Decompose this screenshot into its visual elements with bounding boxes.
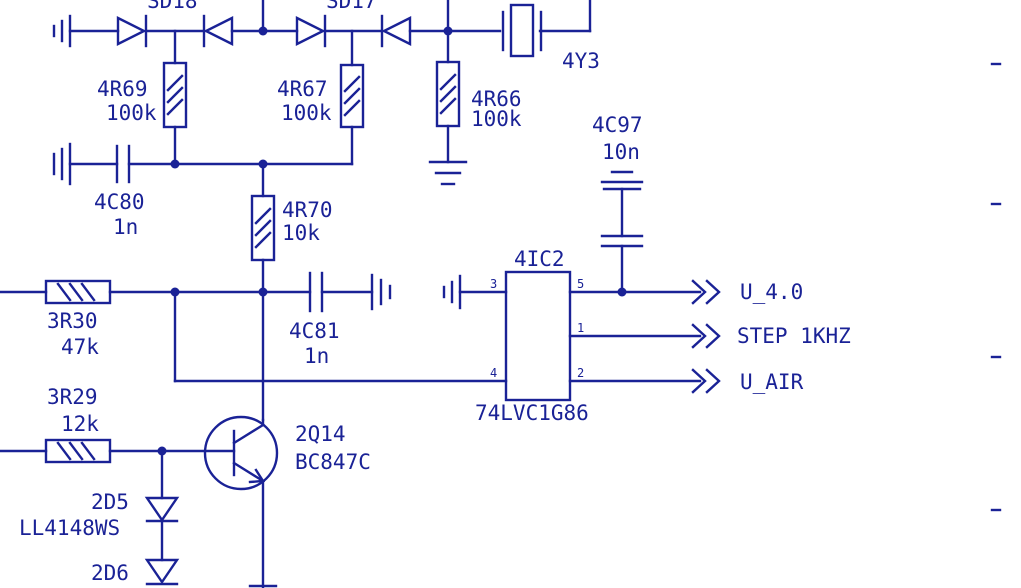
r70-ref: 4R70 bbox=[282, 198, 333, 222]
diode-pair-sd17 bbox=[295, 14, 412, 48]
r69-value: 100k bbox=[106, 101, 157, 125]
r70-value: 10k bbox=[282, 221, 320, 245]
resistor-4r67 bbox=[339, 29, 365, 166]
net-uair-label: U_AIR bbox=[740, 370, 804, 394]
ic2-pin5: 5 bbox=[577, 277, 584, 291]
diode-2d6 bbox=[144, 558, 180, 586]
r67-ref: 4R67 bbox=[277, 77, 328, 101]
c81-ref: 4C81 bbox=[289, 319, 340, 343]
r30-ref: 3R30 bbox=[47, 309, 98, 333]
resistor-3r30 bbox=[0, 279, 312, 305]
net-u40-label: U_4.0 bbox=[740, 280, 803, 304]
sd17-label: SD17 bbox=[326, 0, 377, 13]
diode-2d5 bbox=[144, 449, 180, 562]
c80-ref: 4C80 bbox=[94, 190, 145, 214]
top-rail-wires bbox=[68, 0, 592, 33]
r66-value: 100k bbox=[471, 107, 522, 131]
ic2-pin3: 3 bbox=[490, 277, 497, 291]
resistor-3r29 bbox=[0, 438, 236, 464]
r29-value: 12k bbox=[61, 412, 99, 436]
resistor-4r70 bbox=[250, 162, 276, 422]
net-flag-uair bbox=[691, 368, 721, 394]
ic2-pin4: 4 bbox=[490, 366, 497, 380]
capacitor-4c81 bbox=[308, 271, 392, 313]
capacitor-4c80 bbox=[52, 142, 354, 186]
ic2-pin1: 1 bbox=[577, 321, 584, 335]
sd18-label: SD18 bbox=[147, 0, 198, 13]
d5-ref: 2D5 bbox=[91, 490, 129, 514]
capacitor-4c97 bbox=[600, 170, 644, 294]
ic-4ic2 bbox=[442, 270, 702, 402]
crystal-4y3 bbox=[501, 3, 543, 58]
ic2-pin2: 2 bbox=[577, 366, 584, 380]
c81-value: 1n bbox=[304, 344, 329, 368]
net-flag-u40 bbox=[691, 279, 721, 305]
ground-symbol-top-left bbox=[52, 14, 72, 48]
resistor-4r66 bbox=[435, 29, 461, 164]
d6-ref: 2D6 bbox=[91, 561, 129, 585]
c97-ref: 4C97 bbox=[592, 113, 643, 137]
transistor-2q14 bbox=[203, 415, 279, 588]
q14-value: BC847C bbox=[295, 450, 371, 474]
ic2-ref: 4IC2 bbox=[514, 247, 565, 271]
r30-value: 47k bbox=[61, 335, 99, 359]
q14-ref: 2Q14 bbox=[295, 422, 346, 446]
sheet-border-ticks bbox=[990, 62, 1002, 512]
y3-label: 4Y3 bbox=[562, 49, 600, 73]
ground-symbol-r66 bbox=[428, 160, 468, 186]
junction-dots bbox=[157, 26, 627, 456]
r67-value: 100k bbox=[281, 101, 332, 125]
r66-ref: 4R66 bbox=[471, 87, 522, 111]
c97-value: 10n bbox=[602, 140, 640, 164]
net-step-label: STEP 1KHZ bbox=[737, 324, 851, 348]
r29-ref: 3R29 bbox=[47, 385, 98, 409]
c80-value: 1n bbox=[113, 215, 138, 239]
d5-value: LL4148WS bbox=[19, 516, 120, 540]
net-flag-step bbox=[691, 323, 721, 349]
resistor-4r69 bbox=[162, 29, 188, 166]
r69-ref: 4R69 bbox=[97, 77, 148, 101]
ic2-part: 74LVC1G86 bbox=[475, 401, 589, 425]
